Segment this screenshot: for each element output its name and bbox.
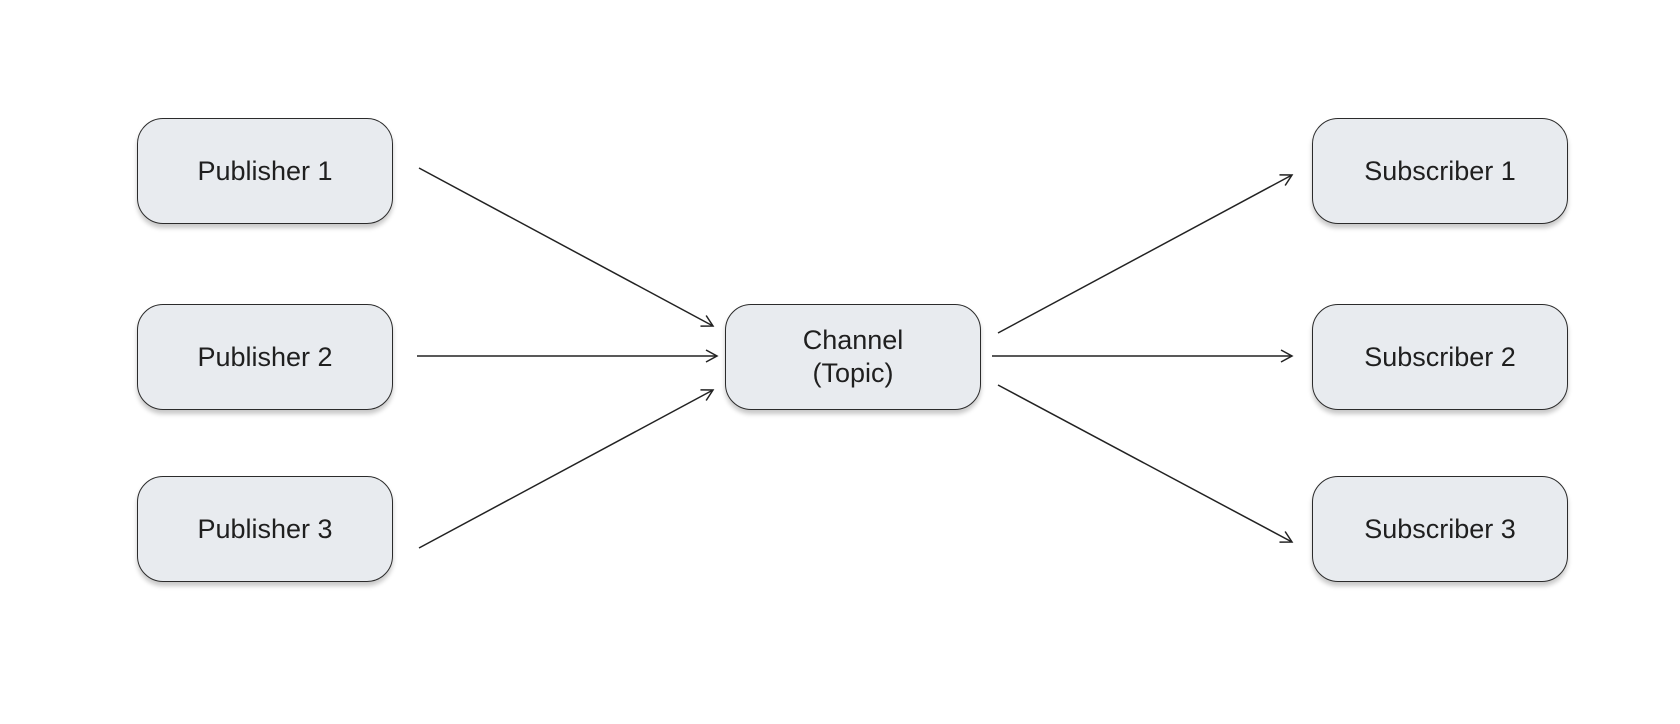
subscriber-1-node: Subscriber 1 (1312, 118, 1568, 224)
channel-label: Channel (802, 325, 904, 355)
subscriber-2-node: Subscriber 2 (1312, 304, 1568, 410)
subscriber-1-label: Subscriber 1 (1364, 155, 1516, 186)
edge-publisher-3-to-channel (418, 389, 715, 549)
edge-channel-to-subscriber-3 (997, 384, 1294, 543)
edge-channel-to-subscriber-1 (997, 174, 1294, 334)
subscriber-3-node: Subscriber 3 (1312, 476, 1568, 582)
publisher-3-node: Publisher 3 (137, 476, 393, 582)
subscriber-3-label: Subscriber 3 (1364, 513, 1516, 544)
publisher-1-node: Publisher 1 (137, 118, 393, 224)
channel-topic-label: (Topic) (812, 358, 894, 388)
publisher-3-label: Publisher 3 (197, 513, 333, 544)
channel-node: Channel (Topic) (725, 304, 981, 410)
publisher-2-label: Publisher 2 (197, 341, 333, 372)
publisher-1-label: Publisher 1 (197, 155, 333, 186)
edge-publisher-1-to-channel (418, 167, 715, 327)
publisher-2-node: Publisher 2 (137, 304, 393, 410)
subscriber-2-label: Subscriber 2 (1364, 341, 1516, 372)
